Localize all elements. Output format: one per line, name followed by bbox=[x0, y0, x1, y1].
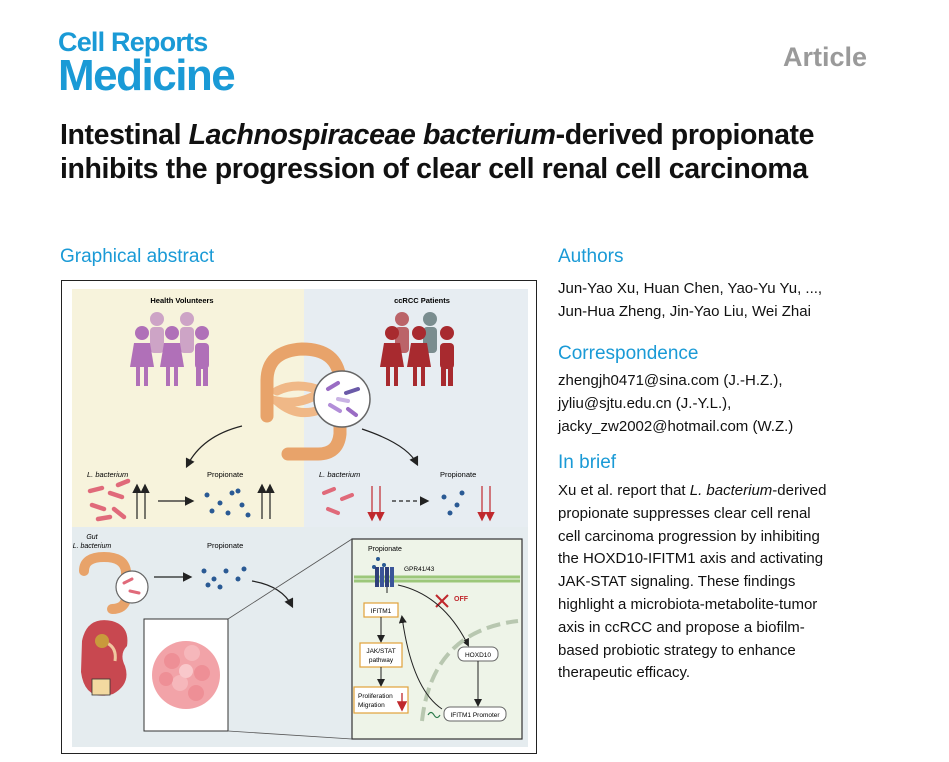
propionate-patient-label: Propionate bbox=[440, 470, 476, 479]
authors-heading: Authors bbox=[558, 246, 624, 267]
healthy-propionate-dots-icon bbox=[204, 488, 251, 518]
dna-icon bbox=[427, 711, 441, 719]
patient-people-icon bbox=[380, 312, 454, 386]
hoxd10-label: HOXD10 bbox=[465, 652, 491, 659]
correspondence-list: zhengjh0471@sina.com (J.-H.Z.), jyliu@sj… bbox=[558, 369, 878, 438]
healthy-bacteria-icon bbox=[87, 478, 131, 522]
authors-list: Jun-Yao Xu, Huan Chen, Yao-Yu Yu, ..., J… bbox=[558, 277, 878, 323]
l-bacterium-healthy-label: L. bacterium bbox=[87, 470, 128, 479]
jak-stat-pathway-label: pathway bbox=[369, 657, 394, 664]
gut-propionate-dots-icon bbox=[201, 566, 247, 590]
decrease-arrows-icon bbox=[367, 486, 385, 522]
cell-propionate-label: Propionate bbox=[368, 546, 402, 553]
in-brief-text-pre: Xu et al. report that bbox=[558, 482, 690, 499]
in-brief-heading: In brief bbox=[558, 452, 617, 473]
patient-bacteria-icon bbox=[322, 487, 354, 515]
journal-name-line1: Cell Reports bbox=[58, 27, 208, 57]
graphical-abstract-heading: Graphical abstract bbox=[60, 246, 215, 267]
correspondence-email-2[interactable]: jyliu@sjtu.edu.cn (J.-Y.L.), bbox=[558, 395, 732, 412]
title-part1: Intestinal bbox=[60, 119, 189, 151]
correspondence-heading: Correspondence bbox=[558, 343, 699, 364]
in-brief-line: JAK-STAT signaling. These findings bbox=[558, 573, 796, 591]
ifitm1-label: IFITM1 bbox=[371, 608, 392, 615]
in-brief-line: axis in ccRCC and propose a biofilm- bbox=[558, 618, 805, 636]
tumor-cells-icon bbox=[152, 641, 220, 709]
ifitm1-promoter-label: IFITM1 Promoter bbox=[450, 712, 500, 719]
graphical-abstract-figure: Health Volunteers ccRCC Patients L. bact… bbox=[61, 280, 537, 754]
gut-bacteria-magnifier-icon bbox=[115, 570, 149, 604]
in-brief-line: the HOXD10-IFITM1 axis and activating bbox=[558, 550, 824, 568]
in-brief-line: based probiotic strategy to enhance bbox=[558, 641, 796, 659]
in-brief-line: therapeutic efficacy. bbox=[558, 664, 691, 682]
authors-line-1: Jun-Yao Xu, Huan Chen, Yao-Yu Yu, ..., bbox=[558, 280, 823, 297]
gpr41-43-receptor-icon bbox=[375, 567, 394, 587]
health-volunteers-label: Health Volunteers bbox=[150, 296, 213, 305]
gut-bacterium-label: L. bacterium bbox=[73, 543, 112, 550]
article-title: Intestinal Lachnospiraceae bacterium-der… bbox=[60, 118, 900, 186]
healthy-people-icon bbox=[130, 312, 209, 386]
off-label: OFF bbox=[454, 596, 469, 603]
intestine-icon bbox=[260, 342, 347, 461]
ifitm1-promoter-box bbox=[443, 706, 507, 722]
in-brief-text: Xu et al. report that L. bacterium-deriv… bbox=[558, 480, 870, 685]
article-type-label: Article bbox=[782, 42, 867, 72]
kidney-icon bbox=[81, 620, 128, 696]
graphical-abstract-svg: Health Volunteers ccRCC Patients L. bact… bbox=[72, 289, 528, 747]
correspondence-email-3[interactable]: jacky_zw2002@hotmail.com (W.Z.) bbox=[558, 418, 794, 435]
authors-line-2: Jun-Hua Zheng, Jin-Yao Liu, Wei Zhai bbox=[558, 303, 811, 320]
gut-propionate-label: Propionate bbox=[207, 541, 243, 550]
title-italic: Lachnospiraceae bacterium bbox=[188, 119, 556, 151]
in-brief-line: cell carcinoma progression by inhibiting bbox=[558, 527, 820, 545]
correspondence-email-1[interactable]: zhengjh0471@sina.com (J.-H.Z.), bbox=[558, 372, 783, 389]
in-brief-text-italic: L. bacterium bbox=[689, 482, 773, 499]
journal-logo[interactable]: Cell Reports Medicine bbox=[58, 27, 236, 100]
l-bacterium-patient-label: L. bacterium bbox=[319, 470, 360, 479]
jak-stat-label: JAK/STAT bbox=[366, 648, 395, 655]
in-brief-line: propionate suppresses clear cell renal bbox=[558, 504, 811, 522]
gpr41-43-label: GPR41/43 bbox=[404, 566, 435, 573]
gut-label: Gut bbox=[86, 534, 98, 541]
in-brief-text-post: -derived bbox=[772, 482, 827, 499]
increase-arrows-icon bbox=[132, 483, 150, 519]
migration-label: Migration bbox=[358, 702, 385, 709]
patient-propionate-dots-icon bbox=[441, 490, 465, 516]
propionate-healthy-label: Propionate bbox=[207, 470, 243, 479]
jak-stat-box bbox=[359, 642, 403, 668]
journal-name-line2: Medicine bbox=[58, 51, 236, 100]
in-brief-line: highlight a microbiota-metabolite-tumor bbox=[558, 595, 818, 613]
gut-icon bbox=[79, 551, 131, 614]
in-brief-line: Xu et al. report that L. bacterium-deriv… bbox=[558, 480, 870, 503]
ccrcc-patients-label: ccRCC Patients bbox=[394, 296, 450, 305]
proliferation-box bbox=[353, 686, 409, 714]
proliferation-label: Proliferation bbox=[358, 693, 393, 700]
nucleus-membrane bbox=[420, 619, 519, 722]
title-part2: -derived propionate inhibits the progres… bbox=[60, 119, 815, 185]
